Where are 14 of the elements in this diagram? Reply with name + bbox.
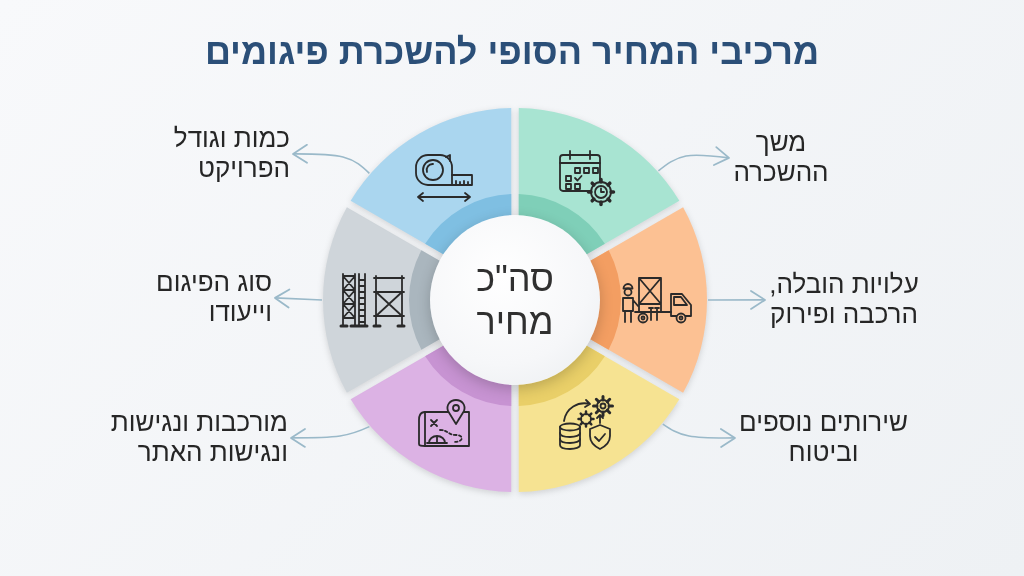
category-label: כמות וגודל הפרויקט [171,124,290,184]
arrow [662,423,736,448]
arrow [274,288,323,309]
center-label: סה"כ מחיר [475,256,555,344]
arrow [707,290,766,310]
arrow [657,146,730,172]
title: מרכיבי המחיר הסופי להשכרת פיגומים [204,30,820,74]
category-label: סוג הפיגום וייעודו [154,268,272,328]
category-label: עלויות הובלה, הרכבה ופירוק [768,270,920,330]
category-label: מורכבות ונגישות ונגישות האתר [108,408,288,468]
arrow [290,425,371,448]
category-label: שירותים נוספים וביטוח [738,408,909,468]
arrow [292,143,371,175]
category-label: משך ההשכרה [732,128,830,188]
